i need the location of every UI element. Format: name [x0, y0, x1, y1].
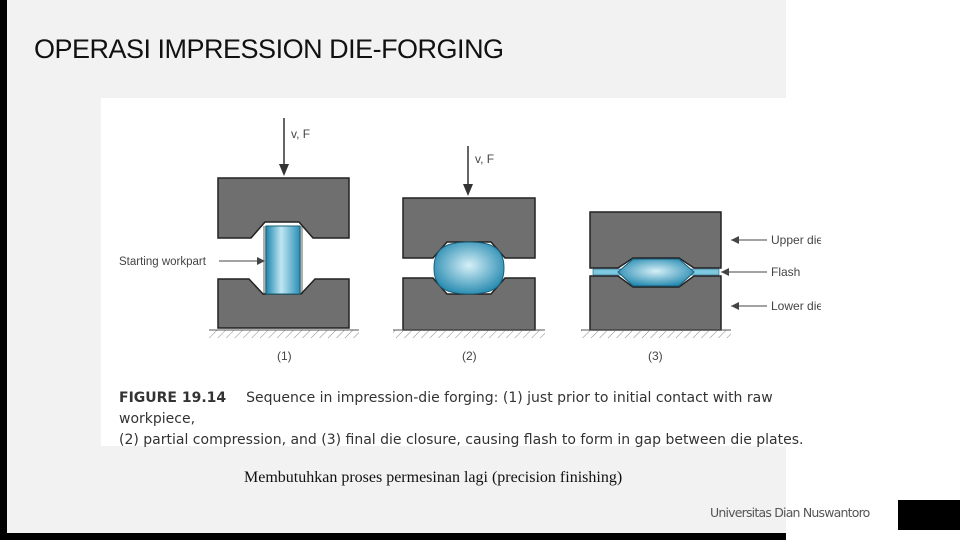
- slide-title: OPERASI IMPRESSION DIE-FORGING: [34, 34, 504, 64]
- label-lower-die: Lower die: [771, 299, 821, 313]
- label-flash: Flash: [771, 265, 800, 279]
- upper-die-1: [217, 177, 350, 239]
- force-arrow-head-1: [279, 164, 289, 176]
- stage-label-3: (3): [648, 349, 663, 363]
- stage-2-group: v, F (2): [393, 146, 545, 363]
- process-note: Membutuhkan proses permesinan lagi (prec…: [244, 469, 623, 486]
- forging-diagram: v, F Starting workpart (1) v, F (2): [119, 118, 821, 363]
- stage-label-1: (1): [277, 349, 292, 363]
- force-arrow-head-2: [463, 184, 473, 196]
- caption-text-2: (2) partial compression, and (3) final d…: [119, 432, 804, 448]
- ground-hatch-2: [393, 330, 545, 338]
- lower-die-3: [589, 275, 722, 331]
- ground-hatch-3: [581, 330, 731, 338]
- footer-brand: Universitas Dian Nuswantoro: [710, 505, 870, 520]
- stage-3-group: Upper die Flash Lower die (3): [581, 211, 821, 363]
- starting-workpart-arrowhead: [257, 257, 265, 265]
- forging-figure: v, F Starting workpart (1) v, F (2): [101, 98, 821, 448]
- upper-die-3: [589, 211, 722, 269]
- upper-die-2: [402, 197, 536, 259]
- caption-figure-label: FIGURE 19.14: [119, 390, 227, 406]
- lower-die-2: [402, 277, 536, 331]
- page-number-box: [898, 500, 960, 530]
- upper-die-arrowhead: [731, 236, 739, 244]
- stage-label-2: (2): [462, 349, 477, 363]
- stage-1-group: v, F Starting workpart (1): [119, 118, 359, 363]
- label-starting-workpart: Starting workpart: [119, 256, 207, 268]
- left-accent-bar: [0, 0, 7, 540]
- final-forged-part: [617, 258, 695, 287]
- force-label-1: v, F: [291, 127, 310, 141]
- caption-text-1: Sequence in impression-die forging: (1) …: [119, 390, 773, 427]
- lower-die-1: [217, 278, 350, 329]
- partially-compressed-workpart: [433, 241, 505, 295]
- lower-die-arrowhead: [731, 302, 739, 310]
- label-upper-die: Upper die: [771, 233, 821, 247]
- ground-hatch-1: [209, 330, 359, 338]
- bottom-accent-bar: [0, 533, 786, 540]
- flash-arrowhead: [721, 268, 729, 276]
- starting-workpart-cylinder: [265, 225, 301, 295]
- force-label-2: v, F: [475, 152, 494, 166]
